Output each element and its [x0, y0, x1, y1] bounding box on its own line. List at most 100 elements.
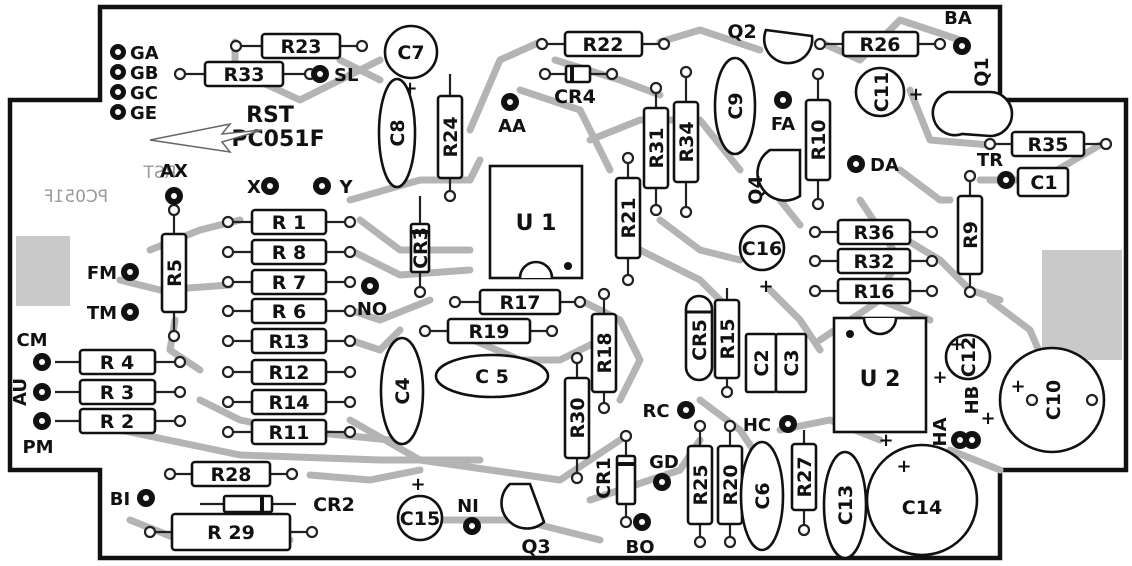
capacitor-C5: C 5 [434, 353, 550, 399]
transistor-Q4: Q4 [745, 148, 802, 205]
diode-CR5: CR5 [684, 294, 714, 382]
resistor-label: R15 [717, 318, 739, 359]
pad-TM: TM [87, 303, 139, 324]
resistor-R35: R35 [983, 130, 1113, 158]
resistor-R8: R 8 [221, 238, 357, 266]
resistor-R30: R30 [563, 351, 591, 485]
pad-label: GD [649, 452, 679, 473]
diode-CR3: CR3 [409, 196, 432, 299]
pad-GE: GE [110, 103, 157, 124]
resistor-R15: R15 [713, 288, 741, 399]
pad-label: TR [977, 150, 1003, 171]
ic-U1: U 1 [488, 164, 584, 280]
gray-region-left [16, 236, 70, 306]
capacitor-label: C7 [397, 42, 424, 64]
plus-mark: + [932, 367, 947, 388]
mirror-text-line2: PC051F [44, 187, 108, 207]
pad-label: BO [625, 537, 654, 558]
board-title-line2: PC051F [231, 127, 324, 152]
resistor-R29: R 29 [143, 512, 319, 552]
pad-label: Y [338, 177, 353, 198]
mirror-text-line1: RST [143, 163, 177, 183]
resistor-R13: R13 [221, 327, 357, 355]
resistor-label: R 7 [272, 272, 306, 294]
pad-CM: CM [16, 330, 51, 371]
resistor-label: R 1 [272, 212, 306, 234]
pad-label: BI [110, 489, 130, 510]
diode-label: CR4 [554, 86, 596, 108]
capacitor-label: C4 [392, 377, 414, 404]
transistor-label: Q1 [971, 57, 993, 86]
pad-label: FM [87, 263, 117, 284]
diode-label: CR2 [313, 494, 355, 516]
resistor-label: R 8 [272, 242, 306, 264]
resistor-label: R14 [268, 392, 309, 414]
resistor-label: R16 [853, 281, 894, 303]
resistor-label: R20 [720, 464, 742, 505]
capacitor-label: C8 [387, 119, 409, 146]
pad-label: FA [771, 114, 795, 135]
resistor-R32: R32 [808, 247, 939, 275]
resistor-R14: R14 [221, 388, 357, 416]
pad-GA: GA [110, 43, 159, 64]
capacitor-C1: C1 [1016, 166, 1070, 198]
gray-region-right [1042, 250, 1122, 360]
resistor-R9: R9 [956, 169, 984, 299]
capacitor-label: C1 [1030, 172, 1057, 194]
pad-GD: GD [649, 452, 679, 491]
diode-label: CR1 [593, 457, 615, 499]
resistor-label: R 3 [100, 382, 134, 404]
resistor-R25: R25 [686, 419, 714, 549]
capacitor-label: C 5 [475, 366, 509, 388]
pad-label: HC [743, 415, 771, 436]
plus-mark: + [410, 474, 425, 495]
pad-label: GB [130, 63, 159, 84]
resistor-label: R21 [618, 197, 640, 238]
pad-DA: DA [847, 155, 899, 176]
resistor-R26: R26 [813, 30, 947, 58]
pad-GC: GC [110, 83, 158, 104]
resistor-label: R11 [268, 422, 309, 444]
capacitor-label: C9 [725, 92, 747, 119]
pad-X: X [247, 177, 279, 198]
resistor-label: R13 [268, 331, 309, 353]
resistor-label: R 29 [207, 522, 255, 544]
pad-GB: GB [110, 63, 159, 84]
pad-BI: BI [110, 489, 155, 510]
resistor-label: R10 [808, 119, 830, 160]
pad-label: AA [498, 116, 526, 137]
pad-Y: Y [313, 177, 353, 198]
capacitor-label: C11 [871, 72, 893, 112]
capacitor-C10: C10 + + [980, 346, 1106, 454]
transistor-label: Q2 [727, 21, 756, 43]
pad-label: GC [130, 83, 158, 104]
capacitor-label: C14 [902, 497, 942, 519]
resistor-label: R34 [676, 121, 698, 162]
resistor-label: R19 [468, 321, 509, 343]
resistor-label: R24 [440, 116, 462, 157]
capacitor-C11: C11 + [854, 66, 924, 118]
capacitor-C4: C4 [379, 336, 425, 446]
pad-PM: PM [22, 412, 54, 458]
resistor-R7: R 7 [221, 268, 357, 296]
plus-mark: + [758, 276, 773, 297]
pad-label: GE [130, 103, 157, 124]
pad-HC: HC [743, 415, 797, 436]
resistor-R24: R24 [436, 74, 464, 203]
diode-label: CR5 [689, 319, 711, 361]
capacitor-C6: C6 [739, 440, 785, 552]
resistor-R2: R 2 [55, 407, 187, 435]
pad-AA: AA [498, 93, 526, 137]
pad-label: DA [870, 155, 899, 176]
resistor-label: R23 [280, 36, 321, 58]
capacitor-C15: C15 + [396, 474, 444, 542]
diode-CR1: CR1 [593, 429, 637, 529]
resistor-label: R17 [499, 292, 540, 314]
pad-label: CM [16, 330, 47, 351]
resistor-label: R5 [164, 259, 186, 287]
plus-mark: + [878, 430, 893, 451]
pad-NI: NI [457, 496, 481, 535]
pad-label: HB [962, 386, 983, 415]
resistor-R5: R5 [160, 203, 188, 343]
